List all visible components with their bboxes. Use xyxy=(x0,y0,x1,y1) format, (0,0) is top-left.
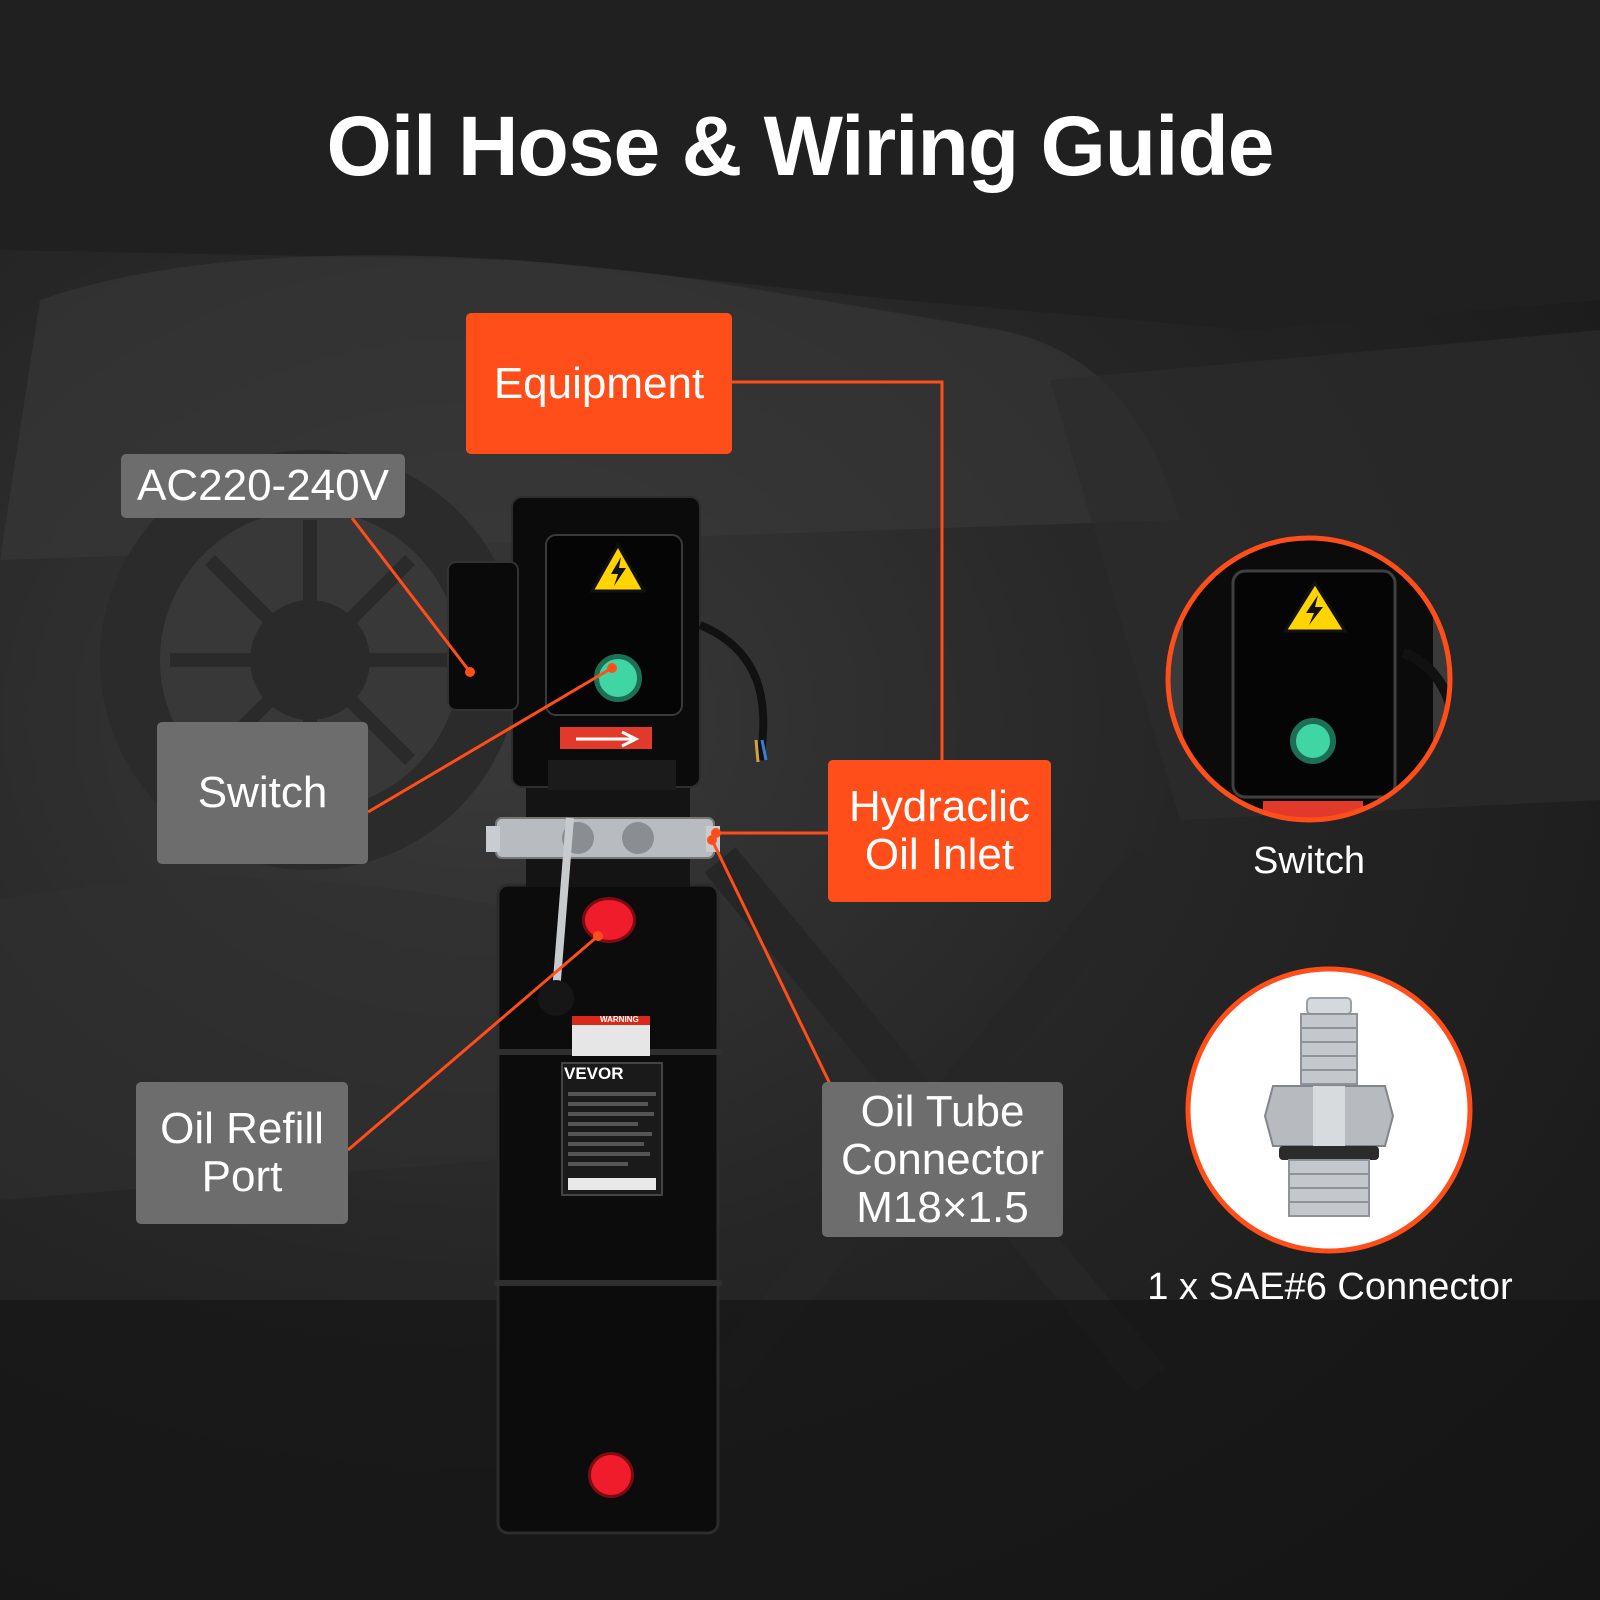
label-oil-refill-port: Oil Refill Port xyxy=(136,1082,348,1224)
label-refill-line1: Oil Refill xyxy=(160,1104,324,1153)
sae-connector-closeup xyxy=(1185,966,1473,1254)
red-drain-plug-icon xyxy=(588,1452,634,1498)
label-refill-line2: Port xyxy=(201,1152,283,1201)
label-hydraulic-oil-inlet: Hydraclic Oil Inlet xyxy=(828,760,1051,902)
direction-arrow-icon xyxy=(576,730,640,748)
red-refill-cap-icon xyxy=(582,897,636,943)
page-title: Oil Hose & Wiring Guide xyxy=(326,99,1275,193)
label-tube-line2: Connector xyxy=(840,1134,1044,1184)
warning-label: WARNING xyxy=(600,1015,639,1024)
label-tube-line1: Oil Tube xyxy=(860,1086,1025,1136)
label-voltage: AC220-240V xyxy=(121,454,405,518)
label-oil-tube-connector: Oil Tube Connector M18×1.5 xyxy=(822,1082,1063,1237)
brand-label: VEVOR xyxy=(564,1064,624,1083)
connector-inset-caption: 1 x SAE#6 Connector xyxy=(1147,1266,1513,1308)
label-equipment: Equipment xyxy=(466,313,732,454)
label-hydraulic-line2: Oil Inlet xyxy=(864,830,1015,879)
switch-inset-closeup xyxy=(1165,535,1453,823)
high-voltage-warning-icon xyxy=(590,543,646,593)
switch-inset-caption: Switch xyxy=(1253,840,1365,882)
label-hydraulic-line1: Hydraclic xyxy=(849,782,1030,831)
label-tube-line3: M18×1.5 xyxy=(856,1182,1029,1232)
label-switch: Switch xyxy=(157,722,368,864)
